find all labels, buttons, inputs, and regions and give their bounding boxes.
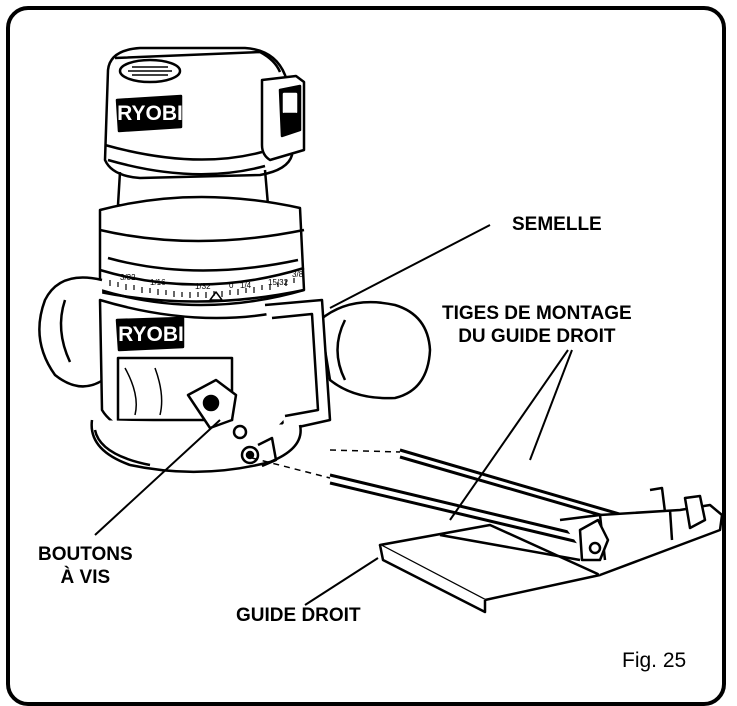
label-guide-text: GUIDE DROIT	[236, 605, 361, 626]
label-semelle: SEMELLE	[512, 213, 602, 236]
figure-caption: Fig. 25	[622, 649, 687, 672]
label-boutons-line2: À VIS	[60, 567, 111, 588]
label-boutons: BOUTONS À VIS	[38, 543, 133, 589]
label-boutons-line1: BOUTONS	[38, 544, 133, 565]
label-guide-droit: GUIDE DROIT	[236, 604, 361, 627]
scale-tick-label: 1/32	[195, 282, 211, 291]
boutons-leader	[94, 419, 221, 536]
tiges-leader-1	[449, 349, 569, 521]
router-base	[38, 276, 432, 474]
scale-tick-label: 1/4	[240, 281, 252, 290]
scale-tick-label: 3/32	[120, 273, 136, 282]
scale-tick-label: 15/32	[268, 278, 289, 287]
semelle-leader	[329, 224, 491, 309]
label-tiges-line1: TIGES DE MONTAGE	[442, 303, 632, 324]
guide-leader	[304, 557, 379, 606]
straight-guide	[378, 486, 724, 614]
motor-body	[98, 195, 306, 307]
scale-tick-label: 0	[229, 281, 234, 290]
leader-lines	[94, 224, 573, 606]
label-tiges: TIGES DE MONTAGE DU GUIDE DROIT	[442, 302, 632, 348]
label-tiges-line2: DU GUIDE DROIT	[458, 326, 616, 347]
scale-tick-label: 3/8	[292, 270, 304, 279]
scale-labels: 3/32 1/16 1/32 0 1/4 15/32 3/8	[120, 270, 304, 291]
motor-housing	[103, 46, 306, 215]
label-semelle-text: SEMELLE	[512, 214, 602, 235]
router-illustration: RYOBI RYOBI 3/32 1/16 1/32 0 1/4 15/32 3…	[38, 46, 724, 614]
top-logo: RYOBI	[117, 102, 183, 125]
base-logo: RYOBI	[118, 323, 184, 346]
scale-tick-label: 1/16	[150, 278, 166, 287]
tiges-leader-2	[529, 349, 573, 461]
